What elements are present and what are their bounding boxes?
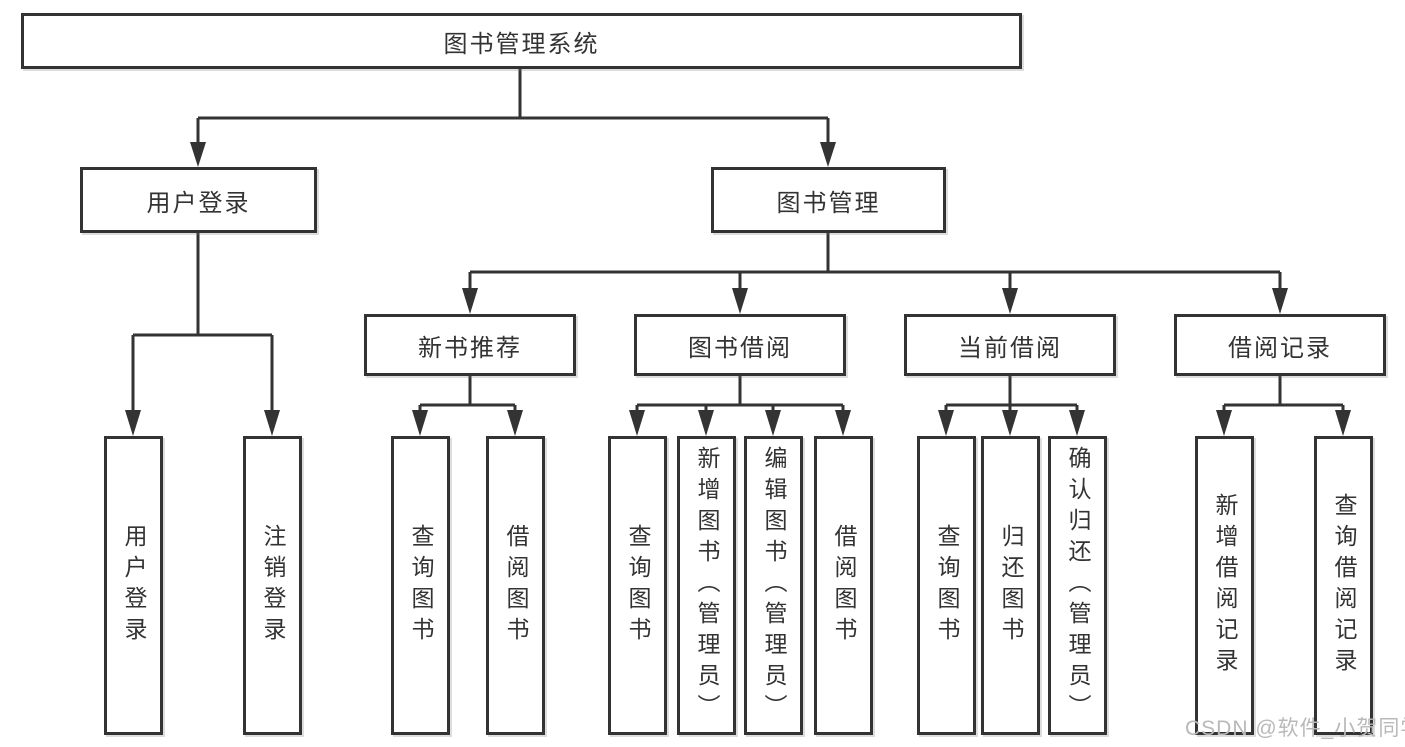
csdn-watermark: CSDN @软件_小贺同学 bbox=[1185, 717, 1405, 740]
leaf-label: 确认归还（管理员） bbox=[1065, 446, 1091, 725]
leaf-borrow-books-borrowing: 借阅图书 bbox=[814, 436, 873, 735]
node-book-management: 图书管理 bbox=[711, 167, 946, 233]
leaf-query-books-current: 查询图书 bbox=[917, 436, 976, 735]
node-new-book-recommend: 新书推荐 bbox=[364, 314, 576, 376]
leaf-logout: 注销登录 bbox=[243, 436, 302, 735]
node-label: 借阅记录 bbox=[1228, 334, 1332, 362]
leaf-label: 查询图书 bbox=[625, 523, 651, 648]
node-label: 图书管理 bbox=[776, 189, 881, 217]
leaf-confirm-return-admin: 确认归还（管理员） bbox=[1048, 436, 1107, 735]
leaf-label: 编辑图书（管理员） bbox=[761, 446, 787, 725]
leaf-query-borrow-record: 查询借阅记录 bbox=[1314, 436, 1373, 735]
node-current-borrowing: 当前借阅 bbox=[904, 314, 1116, 376]
leaf-label: 查询图书 bbox=[408, 523, 434, 648]
leaf-return-book: 归还图书 bbox=[981, 436, 1040, 735]
node-label: 当前借阅 bbox=[958, 334, 1062, 362]
leaf-edit-book-admin: 编辑图书（管理员） bbox=[744, 436, 803, 735]
leaf-label: 用户登录 bbox=[121, 523, 147, 648]
leaf-label: 查询借阅记录 bbox=[1331, 492, 1357, 679]
node-system-root: 图书管理系统 bbox=[21, 13, 1022, 69]
leaf-query-books-recommend: 查询图书 bbox=[391, 436, 450, 735]
leaf-label: 新增借阅记录 bbox=[1212, 492, 1238, 679]
node-label: 图书管理系统 bbox=[443, 30, 600, 58]
leaf-label: 借阅图书 bbox=[503, 523, 529, 648]
leaf-add-book-admin: 新增图书（管理员） bbox=[677, 436, 736, 735]
leaf-user-login: 用户登录 bbox=[104, 436, 163, 735]
node-book-borrowing: 图书借阅 bbox=[634, 314, 846, 376]
leaf-query-books-borrowing: 查询图书 bbox=[608, 436, 667, 735]
node-label: 图书借阅 bbox=[688, 334, 792, 362]
node-label: 新书推荐 bbox=[418, 334, 522, 362]
leaf-label: 注销登录 bbox=[260, 523, 286, 648]
node-user-login: 用户登录 bbox=[80, 167, 317, 233]
arrowheads bbox=[125, 142, 1351, 436]
node-borrowing-record: 借阅记录 bbox=[1174, 314, 1386, 376]
leaf-label: 借阅图书 bbox=[831, 523, 857, 648]
leaf-label: 归还图书 bbox=[998, 523, 1024, 648]
leaf-borrow-books-recommend: 借阅图书 bbox=[486, 436, 545, 735]
leaf-label: 新增图书（管理员） bbox=[694, 446, 720, 725]
leaf-add-borrow-record: 新增借阅记录 bbox=[1195, 436, 1254, 735]
leaf-label: 查询图书 bbox=[934, 523, 960, 648]
node-label: 用户登录 bbox=[146, 189, 251, 217]
